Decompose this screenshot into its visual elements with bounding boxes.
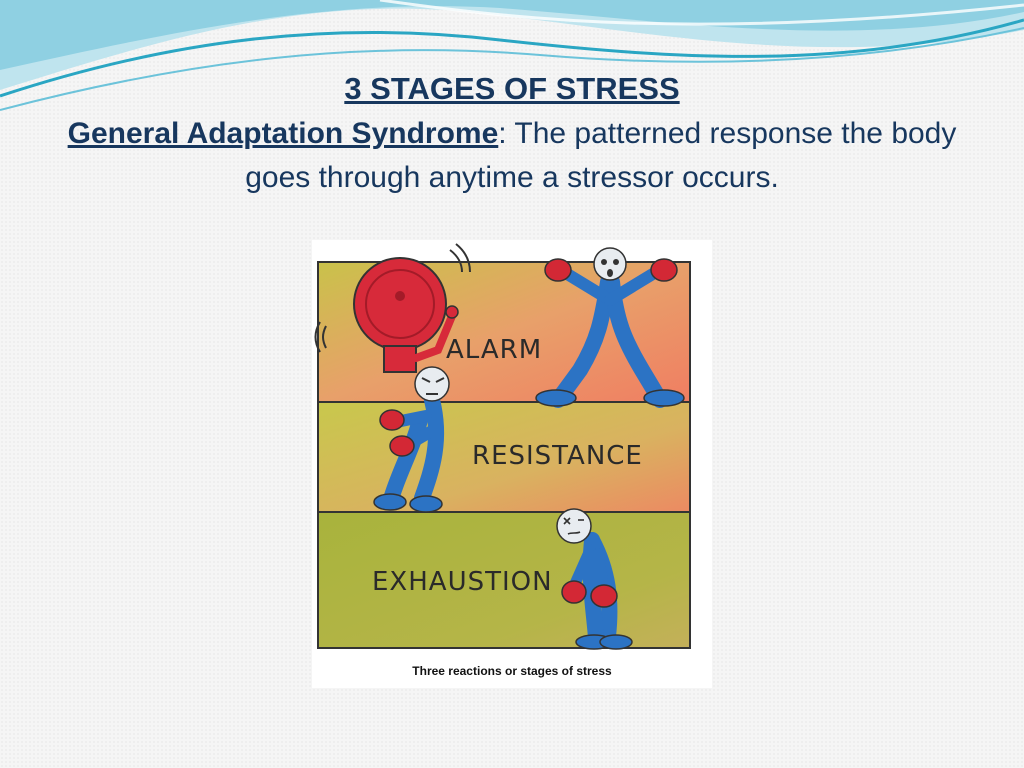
illustration-caption: Three reactions or stages of stress	[412, 664, 612, 678]
stage-label-exhaustion: EXHAUSTION	[372, 567, 553, 597]
header-wave-decoration	[0, 0, 1024, 111]
alarmed-figure-icon	[535, 247, 685, 408]
alarm-bell-icon	[314, 243, 471, 373]
slide-title-block: 3 STAGES OF STRESS General Adaptation Sy…	[40, 70, 984, 200]
exhaustion-band	[317, 511, 691, 649]
definition-term: General Adaptation Syndrome	[67, 117, 499, 150]
definition-text: General Adaptation Syndrome: The pattern…	[40, 112, 984, 200]
stage-label-alarm: ALARM	[446, 335, 542, 365]
definition-body: : The patterned response the body goes t…	[245, 117, 957, 194]
exhausted-figure-icon	[556, 508, 633, 650]
stage-label-resistance: RESISTANCE	[472, 441, 643, 471]
slide-heading: 3 STAGES OF STRESS	[344, 71, 680, 106]
stress-stages-illustration: ALARM	[312, 240, 712, 688]
resisting-figure-icon	[373, 366, 450, 513]
